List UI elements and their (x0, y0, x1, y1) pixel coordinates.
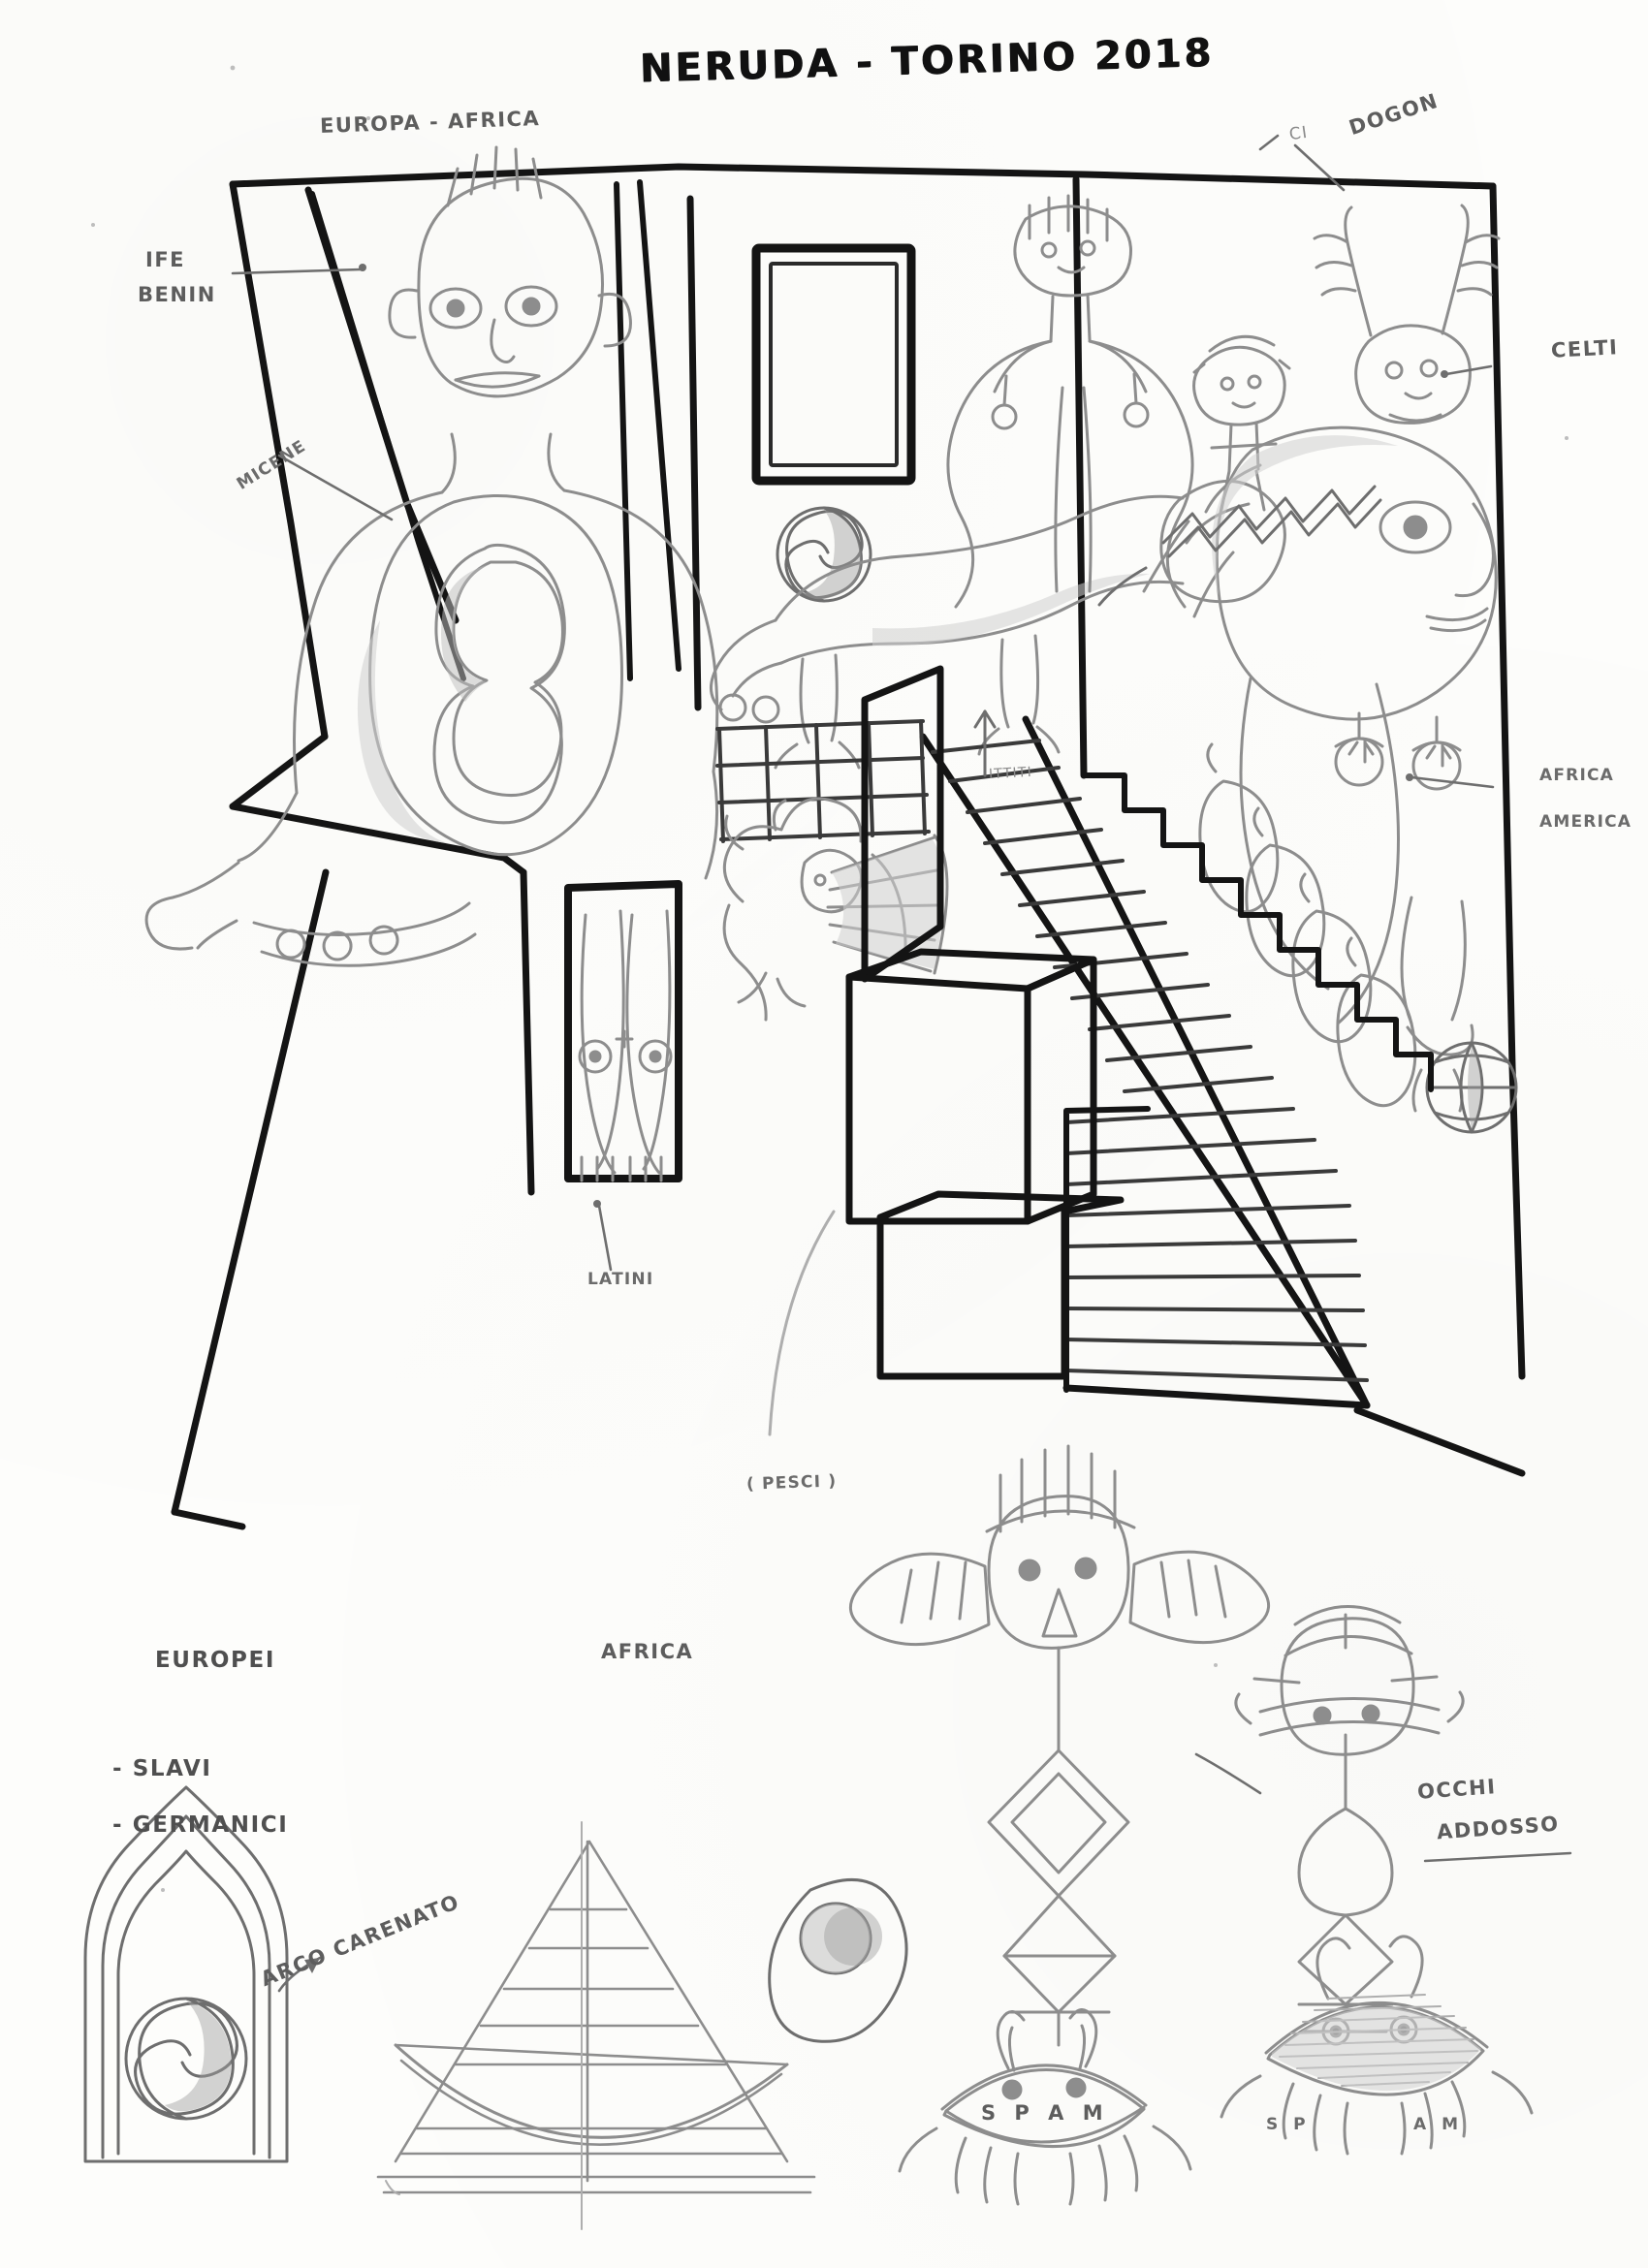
centre-wall-twin-figure (946, 194, 1194, 609)
zigzag-motif (1097, 485, 1382, 607)
tiled-floor-patch (715, 719, 931, 843)
label-ife: IFE (145, 248, 186, 271)
right-wall-totem-row (1198, 742, 1417, 1108)
crab-mask-spam (898, 2008, 1192, 2206)
spiral-disc-motif (776, 506, 872, 603)
winged-beast-panel (722, 797, 949, 1022)
crescent-moon-disc (768, 1877, 908, 2043)
cone-tent-study (376, 1821, 816, 2230)
centre-wall-quadruped-creature (710, 479, 1286, 770)
helmeted-head-study (1234, 1605, 1465, 2033)
label-benin: BENIN (138, 283, 216, 306)
label-america-right: AMERICA (1539, 812, 1632, 832)
label-spam-center: S P A M (981, 2101, 1109, 2125)
stepped-balustrade (1083, 772, 1434, 1092)
label-celti: CELTI (1550, 335, 1619, 362)
label-germanici: - GERMANICI (112, 1812, 289, 1838)
left-wall-panel (309, 179, 681, 681)
leaning-board (861, 665, 944, 983)
label-spam-right-left: S P (1266, 2115, 1311, 2134)
winged-figure-totem (849, 1444, 1270, 2047)
room-structure (171, 163, 1526, 1530)
label-europei: EUROPEI (155, 1648, 275, 1673)
right-wall-wavy-body (1239, 677, 1474, 1113)
label-africa-bottom: AFRICA (601, 1640, 694, 1663)
label-latini: LATINI (587, 1270, 654, 1289)
label-slavi: - SLAVI (112, 1756, 212, 1781)
leader-lines (231, 134, 1495, 1993)
label-spam-right-right: A M (1413, 2115, 1463, 2134)
foreground-crates (845, 948, 1125, 1380)
centre-wall-framed-panel (751, 243, 916, 486)
label-pesci: ( PESCI ) (745, 1471, 838, 1495)
pesci-leader (768, 1210, 836, 1436)
striped-sphere (1425, 1041, 1518, 1134)
ittiti-arrow (973, 709, 997, 777)
arched-niche-with-spiral (83, 1785, 289, 2163)
right-wall-mural-face (1185, 425, 1498, 721)
label-dogon-prefix: CI (1287, 122, 1310, 145)
right-wall-antlered-figure (1313, 204, 1501, 425)
label-africa-right: AFRICA (1539, 766, 1615, 785)
label-ittiti: ITTITI (988, 764, 1033, 783)
shaded-crab-mask (1220, 1935, 1534, 2156)
occhi-underline (1423, 1851, 1572, 1863)
scene-interior (91, 65, 1569, 1993)
paper-specks (91, 65, 1569, 1892)
left-wall-mural-figure (144, 145, 719, 967)
doorway-with-two-figures (564, 880, 682, 1182)
staircase (919, 715, 1434, 1409)
